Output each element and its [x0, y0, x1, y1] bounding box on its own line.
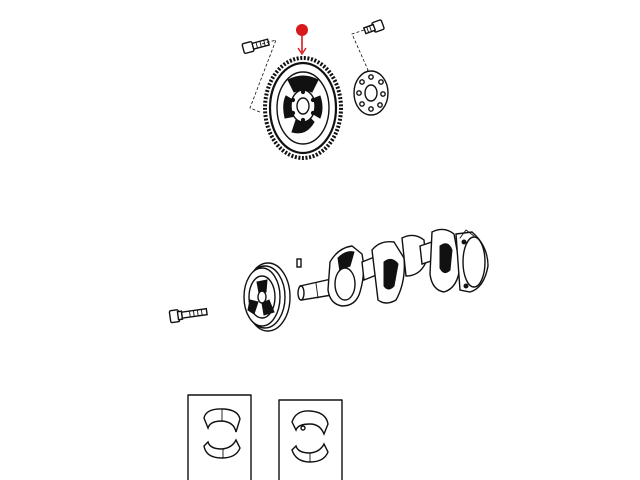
crankshaft-icon[interactable]: [297, 228, 489, 307]
damper-bolt-icon[interactable]: [168, 306, 208, 324]
flex-plate-icon[interactable]: [353, 70, 389, 116]
main-bearing-shells-icon[interactable]: [187, 394, 252, 480]
flex-plate-bolt-leader: [351, 29, 369, 75]
flywheel-icon[interactable]: [263, 56, 343, 160]
connecting-rod-bearing-shells-icon[interactable]: [278, 399, 343, 480]
flex-plate-bolt-icon[interactable]: [362, 19, 385, 36]
flywheel-bolt-leader: [249, 39, 277, 113]
crankshaft-key-icon[interactable]: [296, 258, 302, 268]
vibration-damper-icon[interactable]: [243, 262, 291, 332]
callout-marker-icon[interactable]: [296, 24, 308, 56]
flywheel-bolt-icon[interactable]: [241, 37, 270, 55]
